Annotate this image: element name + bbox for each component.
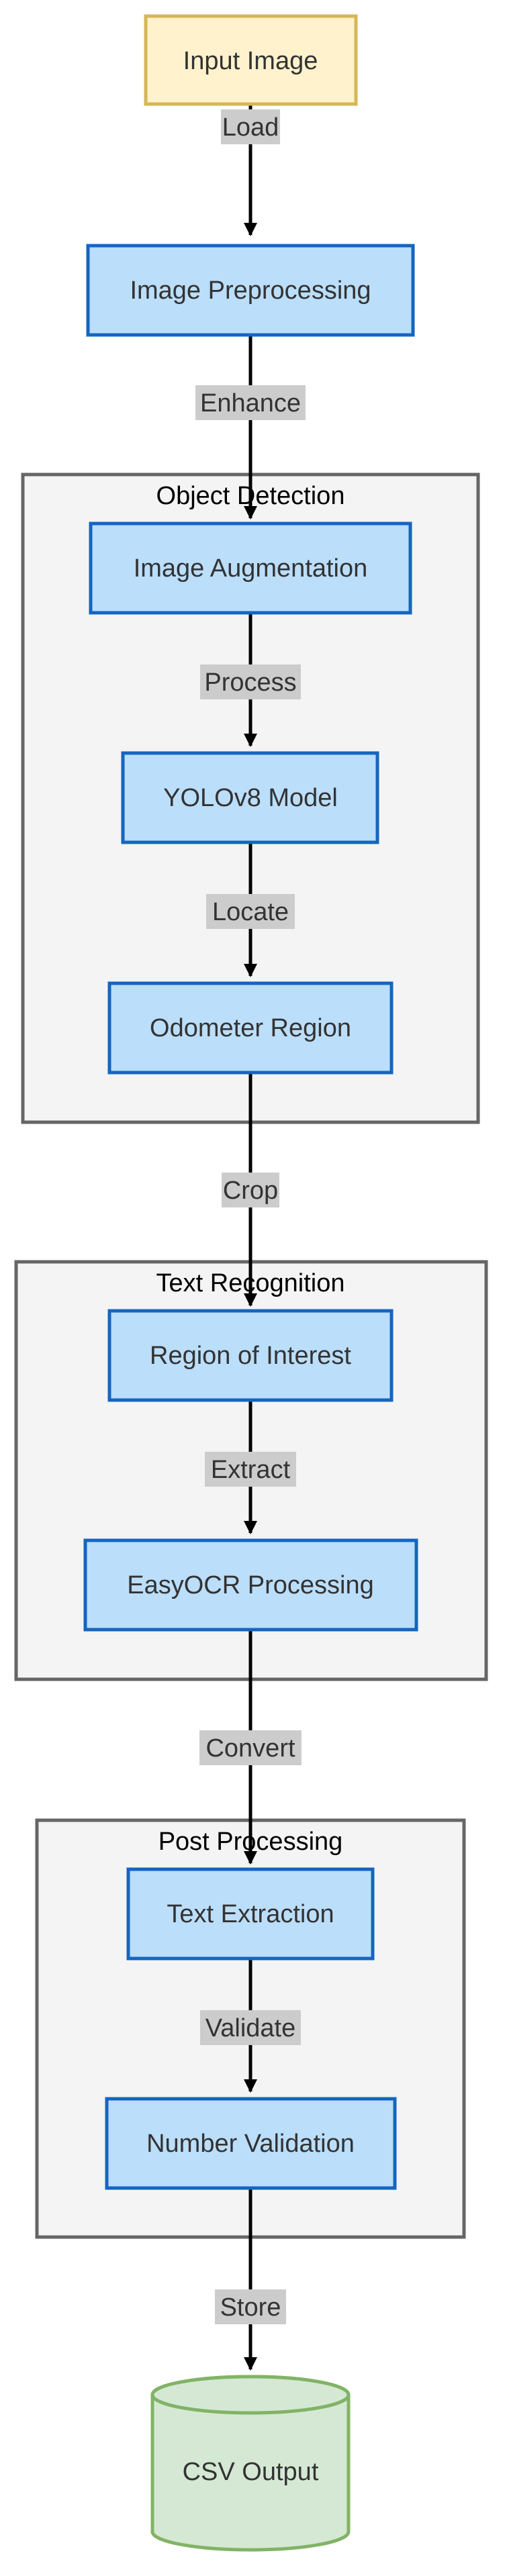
csv-output-cylinder-top — [150, 2375, 351, 2415]
edge-label-store-text: Store — [220, 2293, 281, 2322]
edge-label-crop-text: Crop — [223, 1177, 278, 1205]
edge-label-convert-text: Convert — [205, 1734, 295, 1763]
edge-label-validate: Validate — [200, 2010, 301, 2045]
node-image-preprocessing: Image Preprocessing — [86, 244, 415, 337]
node-input-image-label: Input Image — [183, 47, 318, 75]
node-input-image: Input Image — [144, 14, 358, 106]
node-region-of-interest: Region of Interest — [107, 1309, 394, 1402]
node-number-validation: Number Validation — [105, 2097, 397, 2190]
node-text-extraction-label: Text Extraction — [167, 1900, 334, 1928]
edge-label-enhance: Enhance — [195, 385, 306, 420]
edge-label-validate-text: Validate — [205, 2014, 296, 2042]
node-yolov8-model-label: YOLOv8 Model — [163, 784, 338, 812]
node-image-augmentation-label: Image Augmentation — [134, 554, 368, 583]
node-image-preprocessing-label: Image Preprocessing — [130, 277, 371, 305]
node-image-augmentation: Image Augmentation — [89, 522, 412, 615]
edge-label-locate-text: Locate — [212, 898, 289, 926]
edge-label-load-text: Load — [222, 113, 279, 142]
edge-label-convert: Convert — [199, 1730, 302, 1765]
node-region-of-interest-label: Region of Interest — [150, 1342, 351, 1370]
edge-label-enhance-text: Enhance — [200, 389, 301, 417]
edge-label-crop: Crop — [222, 1173, 279, 1207]
edge-label-extract-text: Extract — [211, 1456, 291, 1484]
node-number-validation-label: Number Validation — [146, 2130, 355, 2158]
node-csv-output-label: CSV Output — [183, 2458, 319, 2486]
node-yolov8-model: YOLOv8 Model — [121, 751, 379, 844]
node-easyocr-processing: EasyOCR Processing — [83, 1538, 418, 1632]
edge-label-extract: Extract — [205, 1452, 296, 1487]
edge-label-store: Store — [215, 2289, 286, 2324]
edge-label-process-text: Process — [204, 668, 296, 697]
edge-label-locate: Locate — [206, 894, 295, 929]
node-text-extraction: Text Extraction — [126, 1867, 375, 1961]
node-easyocr-processing-label: EasyOCR Processing — [127, 1571, 373, 1599]
node-odometer-region: Odometer Region — [107, 981, 394, 1075]
node-odometer-region-label: Odometer Region — [150, 1014, 351, 1042]
edge-label-load: Load — [221, 109, 280, 144]
edge-label-process: Process — [200, 664, 301, 699]
edge-labels: Load Enhance Process Locate Crop Extract… — [195, 109, 306, 2324]
node-csv-output: CSV Output — [150, 2375, 351, 2552]
